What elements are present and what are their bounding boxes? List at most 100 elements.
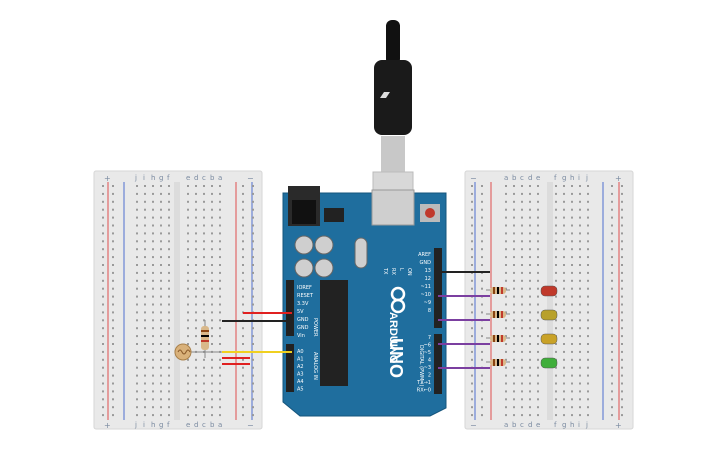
- breadboard-hole: [555, 248, 557, 251]
- breadboard-hole: [242, 224, 244, 227]
- breadboard-hole: [242, 271, 244, 274]
- breadboard-hole: [168, 240, 170, 243]
- breadboard-hole: [252, 374, 254, 377]
- breadboard-hole: [611, 185, 613, 187]
- breadboard-hole: [144, 406, 146, 409]
- breadboard-hole: [219, 224, 221, 227]
- breadboard-hole: [513, 271, 515, 274]
- breadboard-hole: [587, 319, 589, 322]
- breadboard-hole: [537, 382, 539, 385]
- breadboard-hole: [571, 256, 573, 259]
- breadboard-hole: [203, 232, 205, 235]
- breadboard-hole: [160, 192, 162, 195]
- breadboard-hole: [252, 343, 254, 345]
- breadboard-hole: [136, 208, 138, 211]
- right-minus-top: −: [470, 174, 477, 183]
- breadboard-hole: [102, 319, 104, 322]
- breadboard-hole: [152, 185, 154, 187]
- breadboard-hole: [555, 414, 557, 417]
- breadboard-hole: [521, 327, 523, 330]
- breadboard-hole: [571, 414, 573, 417]
- breadboard-hole: [211, 185, 213, 187]
- breadboard-hole: [242, 382, 244, 385]
- breadboard-hole: [102, 224, 104, 227]
- breadboard-hole: [563, 256, 565, 259]
- analog-header-title: ANALOG IN: [312, 352, 318, 380]
- breadboard-hole: [513, 303, 515, 306]
- breadboard-hole: [563, 240, 565, 243]
- breadboard-hole: [563, 390, 565, 393]
- breadboard-hole: [471, 287, 473, 290]
- digital-header-title: DIGITAL (PWM~): [418, 345, 424, 387]
- breadboard-hole: [252, 398, 254, 401]
- breadboard-hole: [112, 287, 114, 290]
- breadboard-hole: [611, 240, 613, 243]
- breadboard-hole: [537, 208, 539, 211]
- breadboard-hole: [136, 382, 138, 385]
- breadboard-hole: [187, 390, 189, 393]
- breadboard-hole: [481, 327, 483, 330]
- breadboard-hole: [211, 311, 213, 314]
- breadboard-hole: [521, 287, 523, 290]
- breadboard-hole: [112, 248, 114, 251]
- breadboard-hole: [187, 335, 189, 338]
- breadboard-hole: [471, 232, 473, 235]
- breadboard-hole: [521, 311, 523, 314]
- breadboard-hole: [505, 287, 507, 290]
- breadboard-hole: [211, 256, 213, 259]
- breadboard-hole: [529, 185, 531, 187]
- breadboard-hole: [471, 358, 473, 361]
- breadboard-hole: [563, 398, 565, 401]
- breadboard-hole: [252, 406, 254, 409]
- breadboard-hole: [621, 414, 623, 417]
- breadboard-hole: [505, 192, 507, 195]
- breadboard-hole: [195, 327, 197, 330]
- breadboard-hole: [529, 358, 531, 361]
- breadboard-hole: [152, 279, 154, 282]
- breadboard-hole: [160, 374, 162, 377]
- breadboard-hole: [481, 248, 483, 251]
- breadboard-hole: [513, 264, 515, 266]
- breadboard-hole: [152, 192, 154, 195]
- breadboard-hole: [219, 287, 221, 290]
- breadboard-hole: [537, 303, 539, 306]
- breadboard-hole: [195, 366, 197, 369]
- breadboard-hole: [571, 350, 573, 353]
- breadboard-hole: [611, 208, 613, 211]
- breadboard-hole: [252, 382, 254, 385]
- reset-button[interactable]: [425, 208, 435, 218]
- breadboard-hole: [513, 350, 515, 353]
- breadboard-hole: [481, 232, 483, 235]
- breadboard-hole: [481, 311, 483, 314]
- breadboard-hole: [203, 216, 205, 219]
- breadboard-hole: [112, 216, 114, 219]
- breadboard-hole: [505, 382, 507, 385]
- breadboard-hole: [471, 216, 473, 219]
- breadboard-hole: [621, 319, 623, 322]
- breadboard-hole: [203, 358, 205, 361]
- breadboard-hole: [555, 350, 557, 353]
- tx-label: TX: [382, 267, 388, 275]
- breadboard-hole: [505, 311, 507, 314]
- breadboard-hole: [587, 303, 589, 306]
- breadboard-hole: [587, 240, 589, 243]
- breadboard-hole: [529, 350, 531, 353]
- power-pin-label: IOREF: [297, 285, 312, 291]
- breadboard-hole: [555, 327, 557, 330]
- breadboard-hole: [537, 192, 539, 195]
- breadboard-hole: [219, 311, 221, 314]
- breadboard-hole: [219, 208, 221, 211]
- breadboard-column-letter: c: [520, 174, 524, 182]
- breadboard-hole: [571, 224, 573, 227]
- breadboard-hole: [211, 343, 213, 345]
- breadboard-hole: [537, 271, 539, 274]
- breadboard-hole: [102, 185, 104, 187]
- breadboard-hole: [160, 390, 162, 393]
- breadboard-hole: [611, 319, 613, 322]
- breadboard-hole: [513, 232, 515, 235]
- breadboard-hole: [529, 256, 531, 259]
- breadboard-column-letter: g: [562, 421, 566, 429]
- breadboard-hole: [144, 216, 146, 219]
- breadboard-hole: [211, 319, 213, 322]
- breadboard-hole: [529, 390, 531, 393]
